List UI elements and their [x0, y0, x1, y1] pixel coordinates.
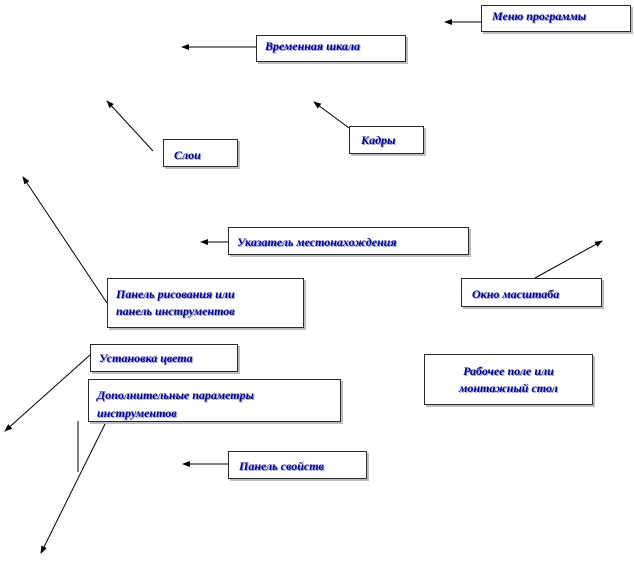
layers-label-box: Слои [163, 139, 238, 167]
frames-label-box: Кадры [349, 126, 424, 154]
options-label-box: Дополнительные параметры инструментов [88, 379, 341, 422]
zoom-label-box: Окно масштаба [461, 278, 602, 307]
arrow-frames [313, 101, 350, 129]
timeline-label-box: Временная шкала [256, 35, 406, 62]
stage-label-box: Рабочее поле или монтажный стол [424, 354, 593, 405]
menu-label: Меню программы [492, 9, 587, 23]
timeline-label: Временная шкала [265, 39, 361, 53]
color-label: Установка цвета [99, 351, 193, 365]
layers-label: Слои [174, 148, 201, 162]
playhead-label: Указатель местонахождения [237, 235, 397, 249]
options-label-line1: Дополнительные параметры [97, 388, 254, 402]
arrow-toolbar [22, 176, 108, 304]
menu-label-box: Меню программы [481, 5, 631, 32]
arrow-layers [106, 100, 154, 152]
toolbar-label-line1: Панель рисования или [116, 287, 235, 301]
properties-label: Панель свойств [239, 459, 324, 473]
arrow-options [40, 421, 107, 554]
stage-label-line2: монтажный стол [459, 381, 558, 395]
playhead-label-box: Указатель местонахождения [228, 227, 469, 255]
options-label-line2: инструментов [97, 406, 177, 420]
toolbar-label-line2: панель инструментов [116, 304, 235, 318]
arrow-zoom [534, 240, 603, 279]
color-label-box: Установка цвета [90, 344, 238, 372]
stage-label-line1: Рабочее поле или [463, 364, 554, 378]
zoom-label: Окно масштаба [472, 287, 560, 301]
frames-label: Кадры [361, 133, 396, 147]
arrow-color [4, 354, 91, 432]
properties-label-box: Панель свойств [228, 451, 367, 479]
toolbar-label-box: Панель рисования или панель инструментов [107, 278, 304, 328]
